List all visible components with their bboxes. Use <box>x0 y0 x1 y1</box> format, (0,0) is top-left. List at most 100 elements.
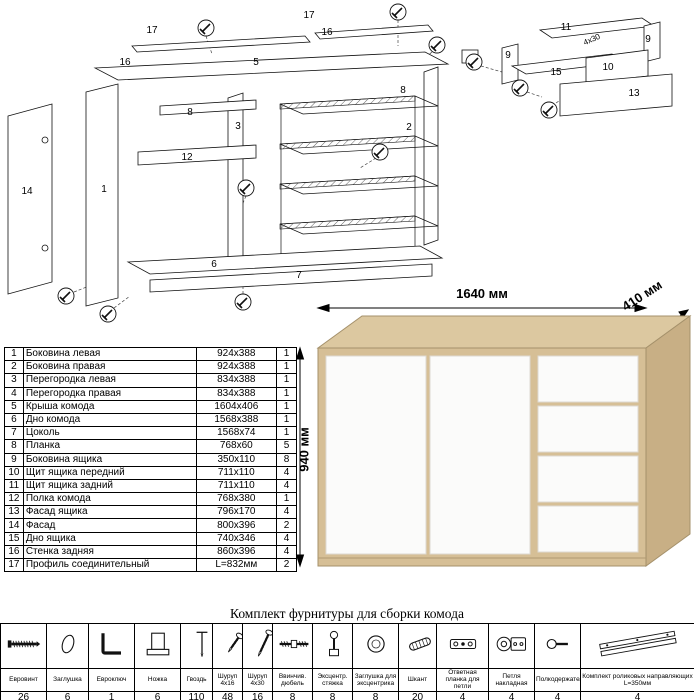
parts-cell-size: 834x388 <box>195 373 278 388</box>
parts-cell-qty: 2 <box>276 557 297 573</box>
hardware-name: Полкодержатель <box>534 668 581 692</box>
door-left <box>325 355 427 555</box>
hardware-qty: 4 <box>534 690 581 700</box>
hardware-qty: 4 <box>436 690 489 700</box>
parts-cell-size: 711x110 <box>195 478 278 494</box>
parts-cell-name: Стенка задняя <box>22 544 197 560</box>
parts-cell-name: Дно ящика <box>22 531 197 546</box>
parts-cell-num: 3 <box>4 373 24 388</box>
part-drawer-fascia <box>559 73 673 117</box>
parts-cell-num: 14 <box>4 518 24 533</box>
parts-cell-size: 740x346 <box>195 531 278 546</box>
parts-cell-num: 6 <box>4 412 24 428</box>
hinge-icon <box>488 623 535 669</box>
hinge-plate-icon <box>436 623 489 669</box>
part-back-rail-right <box>314 24 434 40</box>
screw-callout-icon <box>234 293 252 311</box>
hw-icons-row <box>0 623 694 669</box>
hardware-qty: 8 <box>272 690 313 700</box>
part-drawer-side-left <box>501 43 519 85</box>
screw-callout-icon <box>371 143 389 161</box>
parts-cell-size: 1568x74 <box>195 426 278 441</box>
part-shelf <box>137 144 257 166</box>
parts-cell-name: Боковина левая <box>22 346 197 362</box>
hardware-qty: 4 <box>580 690 694 700</box>
parts-cell-num: 12 <box>4 492 24 507</box>
hardware-qty: 110 <box>180 690 213 700</box>
parts-cell-num: 1 <box>4 346 24 362</box>
hardware-name: Евроключ <box>88 668 135 692</box>
parts-cell-size: 768x380 <box>195 492 278 507</box>
screw-30-icon <box>242 623 273 669</box>
parts-cell-name: Дно комода <box>22 412 197 428</box>
parts-cell-num: 7 <box>4 426 24 441</box>
parts-cell-size: 711x110 <box>195 465 278 480</box>
parts-cell-name: Планка <box>22 439 197 454</box>
door-right <box>429 355 531 555</box>
hardware-qty: 20 <box>398 690 437 700</box>
parts-cell-num: 16 <box>4 544 24 560</box>
part-back-rail-left <box>131 35 311 53</box>
hardware-qty: 8 <box>312 690 353 700</box>
hex-key-icon <box>88 623 135 669</box>
hardware-qty: 1 <box>88 690 135 700</box>
shkant-icon <box>398 623 437 669</box>
hardware-callouts <box>57 3 558 323</box>
hardware-qty: 4 <box>488 690 535 700</box>
hardware-name: Петля накладная <box>488 668 535 692</box>
part-plinth <box>149 263 433 293</box>
hardware-name: Заглушка для эксцентрика <box>352 668 399 692</box>
parts-cell-num: 17 <box>4 557 24 573</box>
screw-callout-icon <box>428 36 446 54</box>
hardware-qty: 6 <box>134 690 181 700</box>
part-door <box>7 103 53 295</box>
parts-cell-name: Цоколь <box>22 426 197 441</box>
screw-callout-icon <box>540 101 558 119</box>
foot-callout-icon <box>99 305 117 323</box>
hardware-name: Евровинт <box>0 668 47 692</box>
parts-cell-name: Боковина ящика <box>22 452 197 467</box>
parts-cell-num: 4 <box>4 386 24 401</box>
parts-cell-num: 8 <box>4 439 24 454</box>
exploded-diagram <box>7 3 673 323</box>
dimension-lines <box>295 303 690 568</box>
part-top-panel <box>93 51 450 81</box>
parts-cell-size: 1568x388 <box>195 412 278 428</box>
cam-bolt-icon <box>312 623 353 669</box>
parts-cell-size: 800x396 <box>195 518 278 533</box>
drawer-detail <box>461 17 673 117</box>
parts-cell-size: 924x388 <box>195 346 278 362</box>
drawer-front-4 <box>537 505 639 553</box>
screw-callout-icon <box>237 179 255 197</box>
shelf-pin-icon <box>534 623 581 669</box>
dresser-side <box>645 315 691 567</box>
parts-cell-size: 924x388 <box>195 360 278 375</box>
hardware-qty: 8 <box>352 690 399 700</box>
parts-cell-name: Щит ящика передний <box>22 465 197 480</box>
dresser-top <box>316 315 692 349</box>
hardware-name: Шуруп 4x30 <box>242 668 273 692</box>
foot-callout-icon <box>57 287 75 305</box>
cap-icon <box>46 623 89 669</box>
parts-cell-size: 768x60 <box>195 439 278 454</box>
parts-cell-num: 11 <box>4 478 24 494</box>
screw-16-icon <box>212 623 243 669</box>
screw-callout-icon <box>511 79 529 97</box>
hardware-name: Шкант <box>398 668 437 692</box>
width-dimension-label: 1640 мм <box>456 286 508 301</box>
hardware-qty: 6 <box>46 690 89 700</box>
part-bottom-panel <box>126 245 444 275</box>
parts-cell-qty: 5 <box>276 439 297 454</box>
hardware-name: Ответная планка для петли <box>436 668 489 692</box>
